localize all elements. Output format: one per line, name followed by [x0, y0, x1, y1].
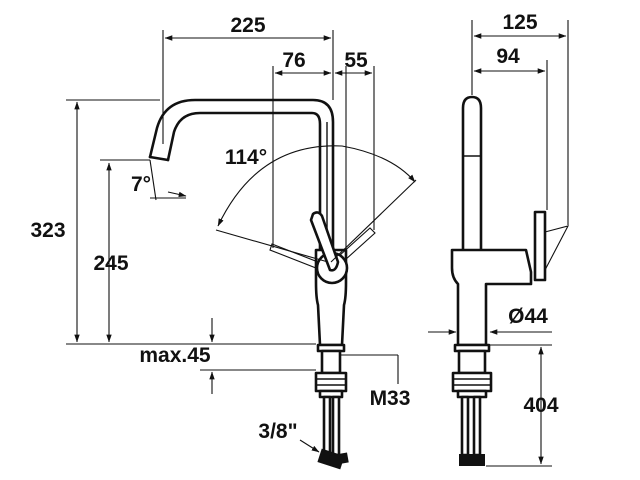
swivel-arc — [217, 145, 416, 227]
dim-side-handle: 94 — [496, 45, 520, 68]
side-view — [450, 95, 570, 466]
dim-spout-base: 55 — [344, 49, 368, 72]
dim-height-total: 323 — [30, 219, 65, 242]
dim-hose-connection: 3/8" — [258, 420, 297, 443]
dim-spout-angle: 7° — [131, 173, 151, 196]
dim-base-diameter: Ø44 — [508, 305, 548, 328]
front-dimensions: 225 76 55 323 245 7° 114° max.45 M33 3/8… — [30, 14, 411, 453]
side-dimensions: 125 94 Ø44 404 — [428, 11, 569, 467]
dim-spout-height: 245 — [93, 252, 128, 275]
side-lever — [533, 210, 547, 282]
mounting-shank — [320, 349, 342, 375]
dim-width-total: 225 — [230, 14, 265, 37]
dim-handle-offset: 76 — [282, 49, 305, 72]
spout-outer — [148, 98, 335, 252]
side-body — [450, 248, 533, 347]
dim-max-thickness: max.45 — [139, 344, 211, 367]
dim-thread: M33 — [370, 387, 411, 410]
side-spout — [461, 95, 483, 252]
dim-side-depth: 125 — [502, 11, 537, 34]
dim-swivel-angle: 114° — [225, 146, 267, 169]
supply-hoses — [317, 395, 349, 470]
dim-hose-length: 404 — [523, 394, 558, 417]
spout-tip — [148, 155, 170, 162]
side-hose-fitting — [459, 454, 485, 466]
front-view — [100, 98, 417, 470]
mounting-nut — [314, 371, 348, 393]
hose-fitting — [329, 452, 349, 466]
spout-inner — [166, 111, 322, 252]
